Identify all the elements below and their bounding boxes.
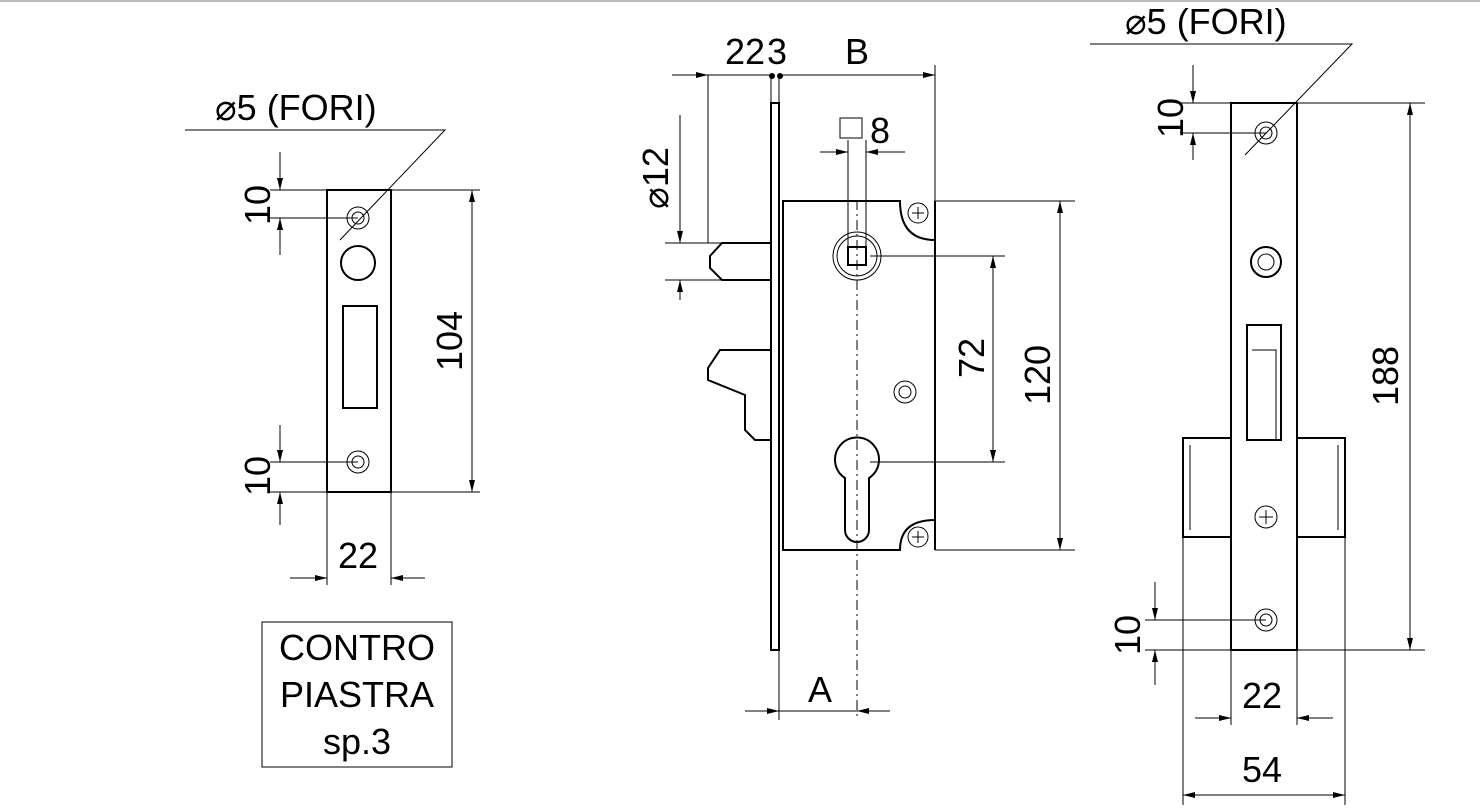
dim-spindle-square: 8 xyxy=(870,110,890,151)
dim-72-label: 72 xyxy=(951,338,992,378)
dim-bolt-diameter: ⌀12 xyxy=(635,147,676,209)
dim-B-label: B xyxy=(845,31,869,72)
strike-plate xyxy=(326,189,392,493)
front-screw xyxy=(1254,505,1278,529)
dim-bottom-offset: 10 xyxy=(237,456,278,496)
dim-top-offset: 10 xyxy=(237,185,278,225)
faceplate xyxy=(770,102,780,651)
front-dim-bottom-offset: 10 xyxy=(1107,615,1148,655)
caption-line-1: CONTRO xyxy=(279,627,435,668)
dim-plate-width: 22 xyxy=(338,535,378,576)
front-faceplate xyxy=(1230,102,1298,651)
bolt xyxy=(709,242,771,281)
screw-top xyxy=(907,202,929,224)
strike-plate-view: ⌀5 (FORI) 10 10 104 22 CONTRO PIASTRA sp… xyxy=(185,87,480,768)
rivet xyxy=(893,380,917,404)
dim-3-label: 3 xyxy=(767,31,787,72)
front-dim-width: 22 xyxy=(1242,675,1282,716)
front-hole-diameter-label: ⌀5 (FORI) xyxy=(1125,1,1287,42)
dim-plate-height: 104 xyxy=(429,311,470,371)
hook-bolt xyxy=(707,349,771,441)
dim-120-label: 120 xyxy=(1017,345,1058,405)
lock-front-view: ⌀5 (FORI) 10 10 188 22 54 xyxy=(1090,1,1425,805)
lock-body xyxy=(782,200,936,551)
front-dim-height: 188 xyxy=(1365,346,1406,406)
caption-line-3: sp.3 xyxy=(323,721,391,762)
front-latch xyxy=(1250,246,1282,278)
front-hook-slot xyxy=(1246,324,1282,441)
front-dim-top-offset: 10 xyxy=(1150,98,1191,138)
hole-diameter-label: ⌀5 (FORI) xyxy=(215,87,377,128)
bolt-slot xyxy=(342,305,378,409)
caption-box xyxy=(261,621,453,768)
caption-line-2: PIASTRA xyxy=(280,674,434,715)
dim-A-label: A xyxy=(808,669,832,710)
dim-22-label: 22 xyxy=(725,31,765,72)
lock-side-view: 22 3 B 8 ⌀12 72 120 A xyxy=(635,31,1075,720)
screw-bottom xyxy=(907,526,929,548)
cylinder-hole xyxy=(834,436,880,543)
front-dim-total-width: 54 xyxy=(1242,749,1282,790)
latch-hole xyxy=(340,245,376,281)
